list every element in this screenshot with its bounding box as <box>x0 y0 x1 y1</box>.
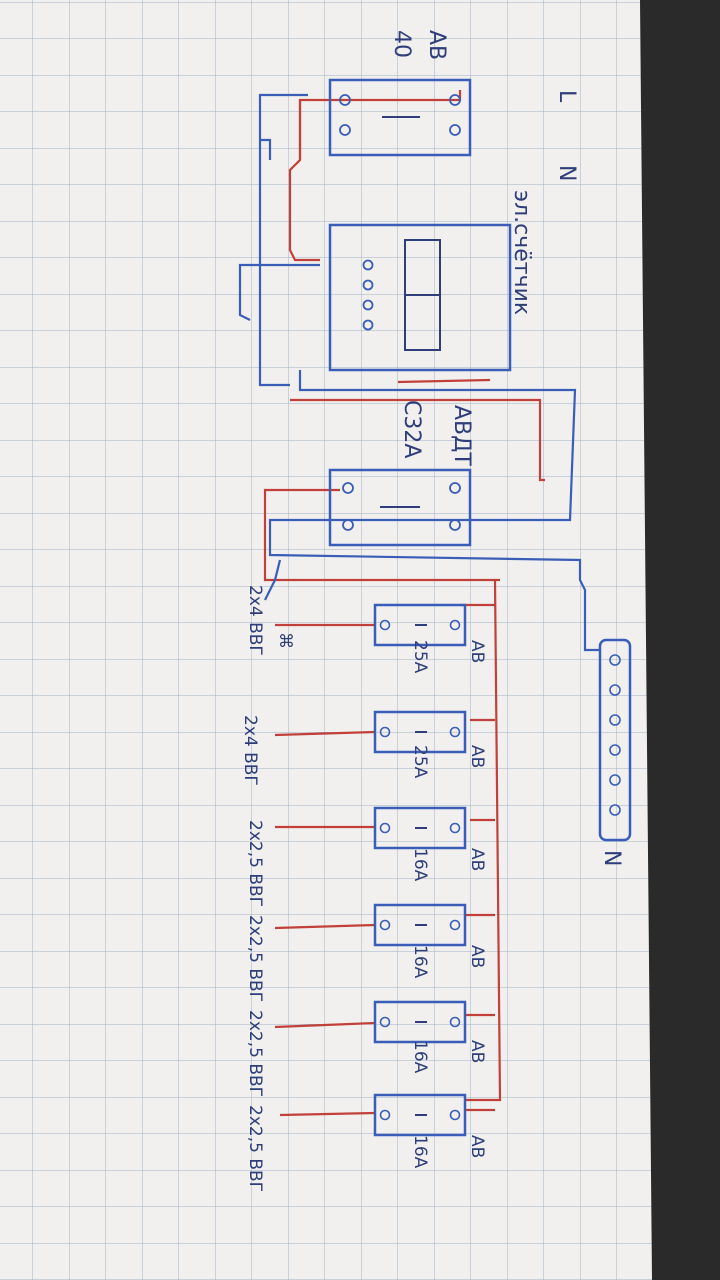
group-breaker-1 <box>373 603 467 647</box>
breaker-6-label: АВ <box>467 1135 487 1158</box>
group-breaker-6 <box>373 1093 467 1137</box>
breaker-6-rating: 16А <box>410 1135 430 1169</box>
group-breaker-5 <box>373 1000 467 1044</box>
breaker-5-cable: 2х2,5 ВВГ <box>245 1010 265 1097</box>
breaker-6-cable: 2х2,5 ВВГ <box>245 1105 265 1192</box>
breaker-2-rating: 25А <box>410 745 430 779</box>
breaker-5-label: АВ <box>467 1040 487 1063</box>
phase-bus-red <box>263 488 500 582</box>
breaker-1-cable: 2х4 ВВГ <box>245 585 265 656</box>
rcbo-label: АВДТ <box>449 405 474 466</box>
grid-lines <box>0 0 652 1280</box>
neutral-wiring <box>238 93 600 652</box>
neutral-bus-label: N <box>599 850 624 866</box>
phase-wiring <box>263 90 545 1117</box>
breaker-1-label: АВ <box>467 640 487 663</box>
meter-label: эл.счётчик <box>509 190 534 315</box>
neutral-to-bus <box>268 370 600 652</box>
breaker-3-cable: 2х2,5 ВВГ <box>245 820 265 907</box>
breaker-1-mark: ⌘ <box>275 632 295 649</box>
rcbo-device <box>328 468 472 547</box>
energy-meter <box>328 223 512 372</box>
breaker-4-cable: 2х2,5 ВВГ <box>245 915 265 1002</box>
main-breaker-label: АВ <box>424 30 449 60</box>
breaker-1-rating: 25А <box>410 640 430 674</box>
breaker-3-label: АВ <box>467 848 487 871</box>
neutral-label: N <box>554 165 579 181</box>
breaker-3-rating: 16А <box>410 848 430 882</box>
breaker-5-rating: 16А <box>410 1040 430 1074</box>
group-breaker-3 <box>373 806 467 850</box>
breaker-2-label: АВ <box>467 745 487 768</box>
breaker-4-label: АВ <box>467 945 487 968</box>
phase-to-rcbo <box>290 398 545 482</box>
rcbo-rating: С32А <box>399 400 424 458</box>
phase-label: L <box>554 90 579 103</box>
main-breaker <box>328 78 472 157</box>
group-breaker-2 <box>373 710 467 754</box>
main-breaker-rating: 40 <box>389 30 414 58</box>
neutral-feed <box>258 93 308 387</box>
neutral-bus <box>598 638 632 842</box>
group-breaker-4 <box>373 903 467 947</box>
breaker-4-rating: 16А <box>410 945 430 979</box>
breaker-2-cable: 2х4 ВВГ <box>240 715 260 786</box>
